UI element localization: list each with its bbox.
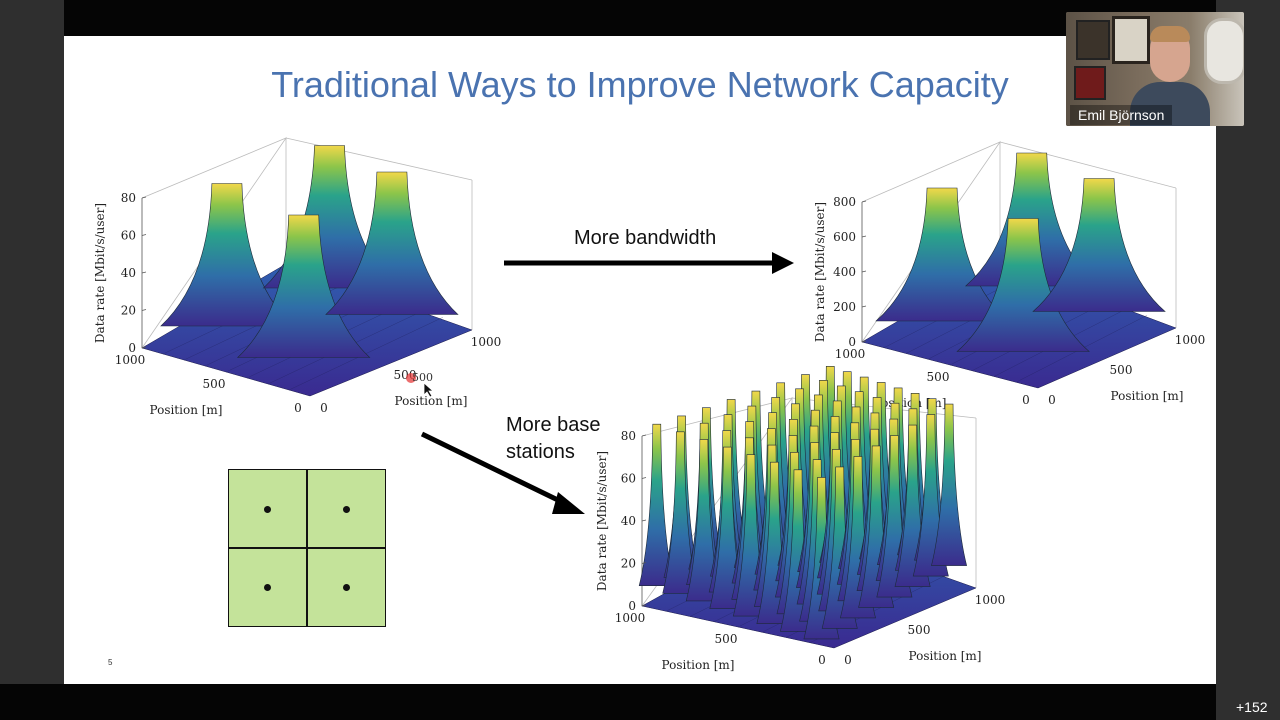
- chart-z-tick-label: 600: [833, 230, 856, 244]
- chart-y-tick-label: 1000: [975, 593, 1006, 607]
- base-station-dot: [343, 506, 350, 513]
- chart-box-edge: [861, 141, 1001, 203]
- chart-surface-peak: [875, 187, 1009, 322]
- chart-x-tick-label: 0: [1022, 393, 1030, 407]
- chart-z-tick-label: 40: [121, 266, 136, 280]
- participant-video-tile[interactable]: Emil Björnson: [1066, 12, 1244, 126]
- chart-x-tick-label: 1000: [615, 611, 646, 625]
- chart-z-tick: [641, 434, 647, 437]
- chart-box-edge: [141, 137, 287, 199]
- presentation-slide: Traditional Ways to Improve Network Capa…: [64, 36, 1216, 684]
- chart-z-tick: [141, 309, 147, 311]
- arrow-more-bandwidth: [504, 252, 794, 274]
- wall-frame: [1076, 20, 1110, 60]
- chart-z-tick: [641, 477, 647, 479]
- mouse-pointer-icon: [424, 383, 434, 397]
- chart-z-tick-label: 80: [121, 191, 136, 205]
- chart-z-tick-label: 800: [833, 195, 856, 209]
- chart-z-tick: [141, 271, 147, 274]
- chart-z-tick-label: 0: [628, 599, 636, 613]
- base-station-dot: [264, 506, 271, 513]
- chart-z-tick: [641, 562, 647, 564]
- chart-y-axis-label: Position [m]: [395, 394, 468, 408]
- chart-z-tick: [861, 270, 867, 273]
- chart-z-tick: [861, 340, 867, 343]
- chart-z-tick: [141, 196, 147, 199]
- slide-number: 5: [108, 658, 113, 667]
- chart-surface-peak: [325, 171, 459, 315]
- chart-y-axis-label: Position [m]: [909, 649, 982, 663]
- cell-grid-diagram: [228, 469, 386, 627]
- chart-y-tick-label: 500: [908, 623, 931, 637]
- chart-y-tick-label: 1000: [471, 335, 502, 349]
- chart-y-tick-label: 500: [1110, 363, 1133, 377]
- chart-z-tick-label: 80: [621, 429, 636, 443]
- chart-surface-peak: [931, 403, 968, 566]
- chart-x-tick-label: 1000: [835, 347, 866, 361]
- chart-z-tick-label: 200: [833, 300, 856, 314]
- more-bandwidth-label: More bandwidth: [574, 227, 717, 249]
- chart-box-edge: [285, 137, 473, 181]
- chart-surface-peak: [236, 214, 371, 358]
- chart-z-axis-label: Data rate [Mbit/s/user]: [93, 203, 107, 343]
- grid-divider-horizontal: [229, 547, 385, 549]
- participants-overflow-count[interactable]: +152: [1236, 699, 1268, 715]
- cursor-tick-label: 500: [412, 371, 433, 384]
- chart-x-tick-label: 500: [715, 632, 738, 646]
- person-hair: [1150, 26, 1190, 42]
- chart-x-tick-label: 500: [203, 377, 226, 391]
- chart-y-tick-label: 0: [1048, 393, 1056, 407]
- chart-x-axis-label: Position [m]: [662, 658, 735, 672]
- slide-title: Traditional Ways to Improve Network Capa…: [271, 64, 1009, 105]
- laser-pointer-dot: [406, 373, 416, 383]
- chart-surface-peak: [956, 218, 1090, 352]
- chart-x-tick-label: 500: [927, 370, 950, 384]
- base-station-dot: [343, 584, 350, 591]
- base-station-dot: [264, 584, 271, 591]
- chart-z-tick-label: 0: [848, 335, 856, 349]
- chart-z-tick: [141, 234, 147, 236]
- chart-surface-peak: [160, 183, 294, 327]
- more-base-stations-label-line2: stations: [506, 441, 575, 463]
- chart-z-tick: [861, 305, 867, 308]
- chart-z-tick-label: 400: [833, 265, 856, 279]
- chart-y-tick-label: 1000: [1175, 333, 1206, 347]
- arrow-more-base-stations: [420, 431, 585, 514]
- wall-frame: [1112, 16, 1150, 64]
- chart-z-tick: [641, 604, 647, 607]
- chart-z-tick-label: 60: [121, 229, 136, 243]
- chart-x-tick-label: 0: [294, 401, 302, 415]
- chart-x-tick-label: 0: [818, 653, 826, 667]
- chart-x-tick-label: 1000: [115, 353, 146, 367]
- chart-z-axis-label: Data rate [Mbit/s/user]: [595, 451, 609, 591]
- chart-x-axis-label: Position [m]: [150, 403, 223, 417]
- chart-y-tick-label: 0: [320, 401, 328, 415]
- person-shirt: [1130, 82, 1210, 126]
- chart-z-tick-label: 20: [621, 557, 636, 571]
- chart-z-tick: [641, 519, 647, 522]
- wall-frame: [1074, 66, 1106, 100]
- chart-box-edge: [999, 141, 1177, 189]
- chart-z-tick-label: 40: [621, 514, 636, 528]
- chart-z-tick-label: 0: [128, 341, 136, 355]
- chart-box-edge: [641, 397, 793, 437]
- left-margin: [0, 0, 64, 720]
- participant-name: Emil Björnson: [1070, 105, 1173, 125]
- chart-z-tick: [861, 235, 867, 238]
- chart-z-axis-label: Data rate [Mbit/s/user]: [813, 202, 827, 342]
- chart-z-tick: [141, 346, 147, 349]
- chart-y-tick-label: 0: [844, 653, 852, 667]
- chart-y-axis-label: Position [m]: [1111, 389, 1184, 403]
- chart-z-tick-label: 20: [121, 304, 136, 318]
- bottom-bar: [0, 684, 1216, 720]
- more-base-stations-label-line1: More base: [506, 414, 601, 436]
- round-window: [1204, 18, 1244, 84]
- chart-z-tick-label: 60: [621, 472, 636, 486]
- chart-surface-peak: [1032, 178, 1166, 312]
- chart-z-tick: [861, 200, 867, 203]
